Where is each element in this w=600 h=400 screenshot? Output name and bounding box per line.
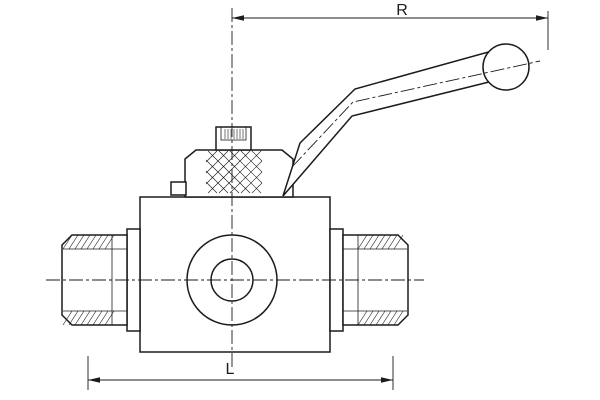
gland-nut: [184, 149, 294, 198]
right-port-thread-hatch: [357, 234, 404, 326]
stem-cap-hatch: [224, 129, 244, 139]
gland-nut-crosshatch: [205, 150, 263, 194]
dimension-r: R: [232, 2, 549, 50]
left-port-thread-hatch: [62, 234, 115, 326]
dimension-l: L: [87, 356, 394, 390]
stop-pin: [170, 181, 187, 196]
l-dimension-label: L: [226, 361, 235, 378]
r-dimension-label: R: [396, 2, 408, 19]
r-arrow-right: [536, 15, 548, 21]
l-arrow-right: [381, 377, 393, 383]
stem-cap-band: [220, 126, 247, 141]
handle-ball-knob: [482, 43, 530, 91]
l-arrow-left: [88, 377, 100, 383]
stem-assembly: [170, 126, 294, 198]
handle-centerline: [291, 60, 541, 168]
handle: [282, 43, 541, 197]
r-arrow-left: [232, 15, 244, 21]
